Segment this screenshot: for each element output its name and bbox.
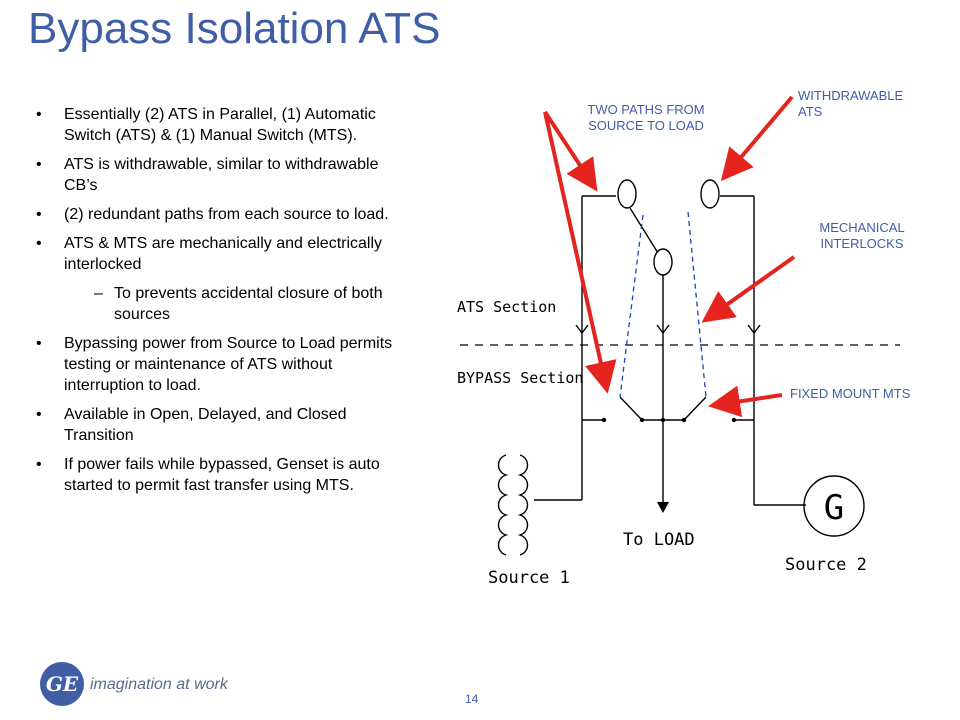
source1-bus [534,195,616,501]
sub-bullet-item: To prevents accidental closure of both s… [30,283,410,325]
arrow-withdrawable-ats [720,95,794,182]
bullet-item: If power fails while bypassed, Genset is… [30,454,410,496]
generator-label: G [824,488,844,528]
mechanical-interlock-lines [619,211,707,398]
bypass-section-label: BYPASS Section [457,369,583,387]
generator-icon [803,475,865,537]
source2-bus [720,195,806,506]
slide-title: Bypass Isolation ATS [28,4,441,53]
mts-contacts [639,417,687,423]
arrow-two-paths-ats [543,110,598,192]
bullet-item: Essentially (2) ATS in Parallel, (1) Aut… [30,104,410,146]
arrow-fixed-mount-mts [708,385,783,418]
contact-dot [601,417,607,423]
bullet-item: ATS is withdrawable, similar to withdraw… [30,154,410,196]
load-arrow-icon [657,502,669,513]
bullet-item: ATS & MTS are mechanically and electrica… [30,233,410,275]
bullet-item: Bypassing power from Source to Load perm… [30,333,410,396]
callout-arrows [543,95,796,418]
ge-logo: GE [40,662,84,706]
tagline: imagination at work [90,676,228,693]
bullet-item: Available in Open, Delayed, and Closed T… [30,404,410,446]
callout-fixed-mount-mts: FIXED MOUNT MTS [790,386,911,401]
bullet-item: (2) redundant paths from each source to … [30,204,410,225]
ats-section-label: ATS Section [457,298,556,316]
callout-mechanical-interlocks: MECHANICAL INTERLOCKS [819,220,905,251]
bullet-list: Essentially (2) ATS in Parallel, (1) Aut… [30,104,410,504]
callout-two-paths: TWO PATHS FROM SOURCE TO LOAD [587,102,705,133]
page-number: 14 [465,692,479,706]
load-bus [656,275,670,505]
arrow-two-paths-mts [543,111,617,394]
source2-label: Source 2 [785,555,867,575]
callout-withdrawable-ats: WITHDRAWABLE ATS [798,88,904,119]
ats-switch [617,179,720,276]
to-load-label: To LOAD [623,530,695,550]
contact-dot [731,417,737,423]
transformer-icon [497,454,529,556]
arrow-mechanical-interlocks [701,255,796,323]
source1-label: Source 1 [488,568,570,588]
